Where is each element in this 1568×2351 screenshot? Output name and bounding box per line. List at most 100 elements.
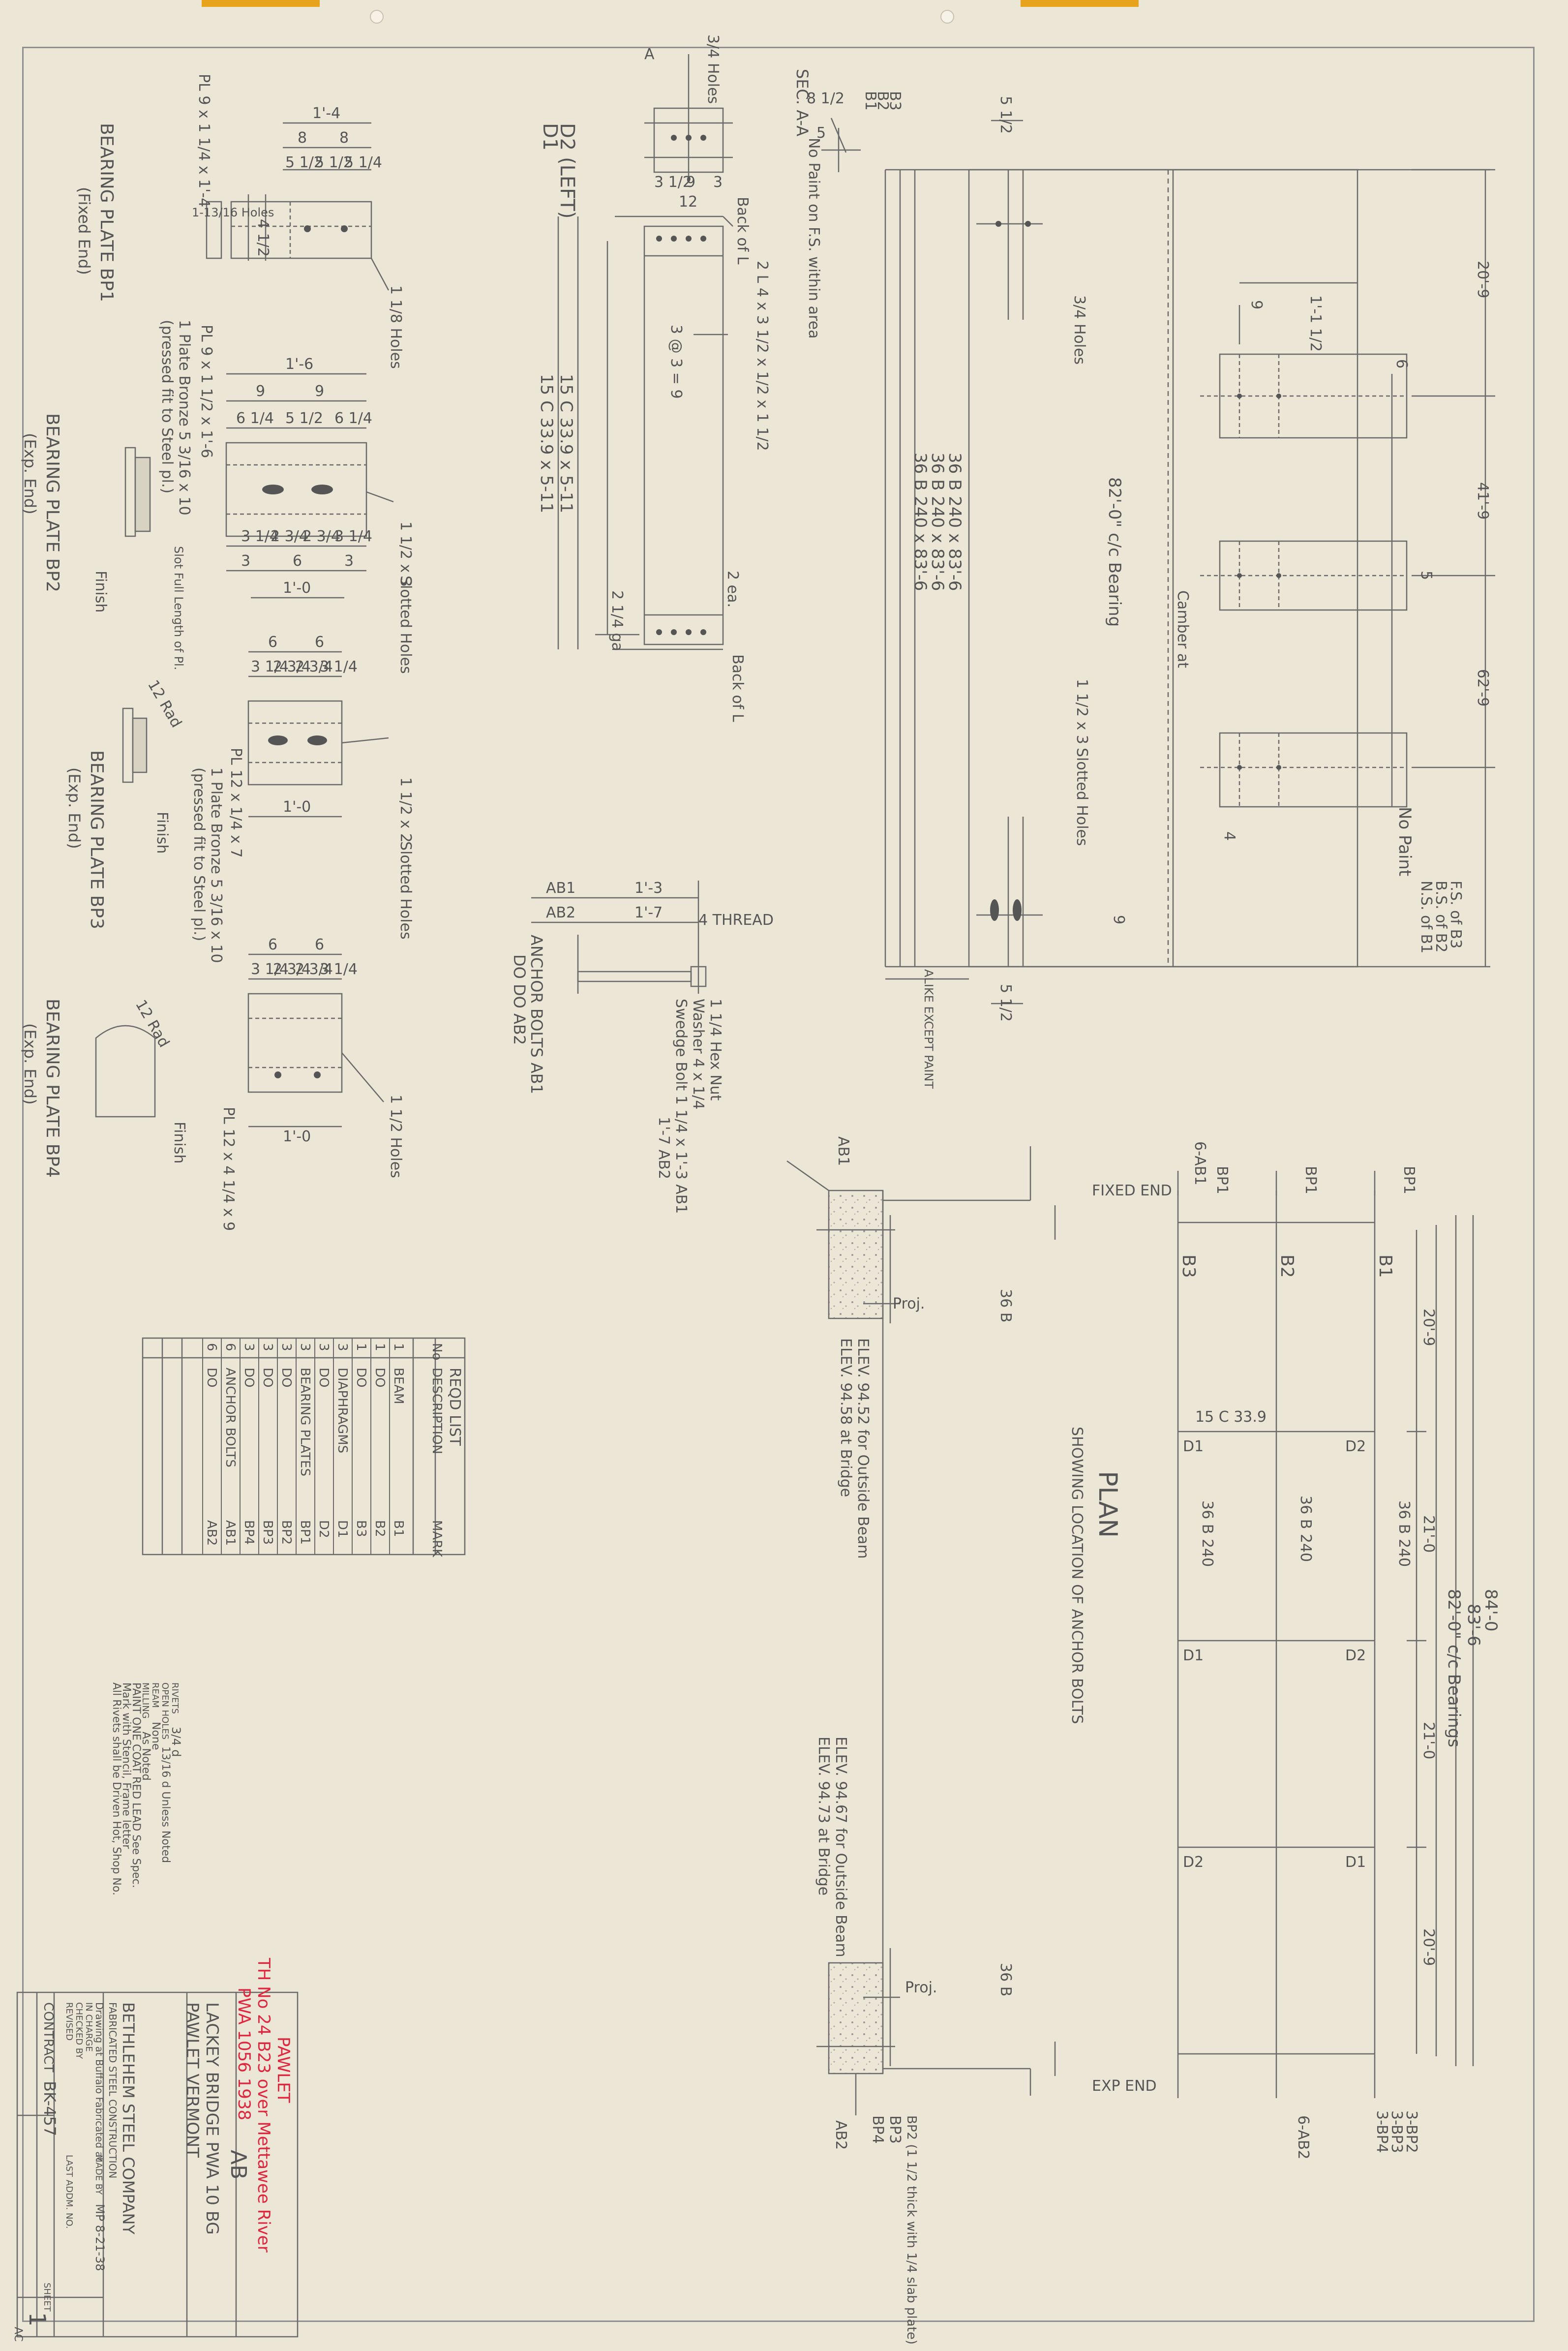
holes-34: 3/4 Holes bbox=[704, 34, 722, 104]
revised: REVISED bbox=[64, 2002, 74, 2041]
bp2-slot-note: Slot Full Length of Pl. bbox=[172, 546, 185, 670]
diaphragm-d1: D1 bbox=[539, 123, 561, 151]
plan-bp1-a: BP1 bbox=[1213, 1166, 1231, 1194]
alike-except-paint: ALIKE EXCEPT PAINT bbox=[922, 969, 935, 1089]
sheet-no: 1 bbox=[24, 2312, 51, 2326]
bp3-dim-c: 2 3/4 bbox=[295, 658, 333, 675]
bill-cell: DO bbox=[372, 1368, 387, 1388]
bp2-dim-total: 1'-6 bbox=[285, 356, 313, 373]
bp4-title: BEARING PLATE BP4 bbox=[42, 999, 62, 1178]
bill-cell: AB2 bbox=[204, 1520, 219, 1546]
beam-section-3: 36 B 240 x 83'-6 bbox=[945, 453, 965, 591]
bp2-dim-9a: 9 bbox=[256, 383, 265, 400]
plan-bp1-b: BP1 bbox=[1302, 1166, 1319, 1194]
exp-end: EXP END bbox=[1092, 2077, 1157, 2095]
plan-36b-2: 36 B bbox=[997, 1963, 1014, 1996]
contract-no: BK-457 bbox=[40, 2081, 59, 2136]
bill-cell: DO bbox=[204, 1368, 219, 1388]
bearing-plate-bp4 bbox=[95, 953, 384, 1128]
beam-span: 82'-0" c/c Bearing bbox=[1105, 477, 1124, 627]
ab2-label: AB2 bbox=[546, 904, 575, 921]
punch-hole bbox=[370, 10, 384, 24]
plan-seg-4: 20'-9 bbox=[1420, 1928, 1437, 1966]
bp2-dim-c: 6 1/4 bbox=[334, 410, 372, 427]
plan-elev4: ELEV. 94.73 at Bridge bbox=[815, 1737, 832, 1895]
bp4-plate: PL 12 x 4 1/4 x 9 bbox=[220, 1107, 237, 1231]
plan-proj: Proj. bbox=[893, 1295, 925, 1313]
bp1-holes: 1 1/8 Holes bbox=[387, 285, 404, 369]
bill-cell: DO bbox=[316, 1368, 331, 1388]
plan-beam-1: 36 B 240 bbox=[1199, 1500, 1216, 1567]
tape-strip bbox=[1021, 0, 1139, 7]
bp1-edge: 4 1/2 bbox=[254, 219, 271, 257]
bp3-plate: PL 12 x 1/4 x 7 bbox=[227, 748, 244, 858]
angle-spec: 2 L 4 x 3 1/2 x 1/2 x 1 1/2 bbox=[754, 261, 771, 451]
bp3-dim-b: 2 3/4 bbox=[273, 658, 311, 675]
plan-d1-c: D1 bbox=[1345, 1854, 1366, 1871]
corner-mark: AC bbox=[12, 2327, 24, 2342]
bill-cell: 1 bbox=[372, 1343, 387, 1351]
plan-b2: B2 bbox=[1277, 1254, 1297, 1278]
checked-by: CHECKED BY bbox=[74, 2002, 84, 2059]
bp3-dim-6a: 6 bbox=[268, 634, 277, 651]
bp4-dim-d: 3 1/4 bbox=[320, 961, 358, 978]
bill-cell: 3 bbox=[298, 1343, 312, 1351]
back-of-l-2: Back of L bbox=[729, 654, 746, 722]
note-extra1: Mark with Stencil, Frame letter bbox=[120, 1682, 132, 1849]
tape-strip bbox=[202, 0, 320, 7]
bp3-slotted: 1 1/2 x 2 bbox=[397, 777, 414, 843]
bill-cell: B3 bbox=[354, 1520, 368, 1537]
segment-1: 20'-9 bbox=[1474, 261, 1491, 298]
bs-b2: B.S. of B2 bbox=[1432, 881, 1449, 952]
bearing-plate-bp1 bbox=[206, 122, 390, 291]
bp2-note1: 1 Plate Bronze 5 3/16 x 10 bbox=[176, 320, 193, 516]
bp1-plate: PL 9 x 1 1/4 x 1'-4 bbox=[195, 74, 212, 207]
segment-3: 62'-9 bbox=[1474, 669, 1491, 706]
d-dim-9: 9 bbox=[686, 174, 695, 191]
plan-d2-c: D2 bbox=[1183, 1854, 1204, 1871]
beam-label-b3: B3 bbox=[886, 91, 904, 111]
small-dim-4: 4 bbox=[1221, 831, 1238, 841]
bp2-bot2-a: 3 bbox=[241, 552, 250, 570]
bill-h-mark: MARK bbox=[429, 1520, 444, 1557]
bp3-slotted-label: Slotted Holes bbox=[397, 841, 414, 940]
bp3-note2: (pressed fit to Steel pl.) bbox=[190, 767, 208, 941]
ab-note4: 1'-7 AB2 bbox=[655, 1117, 672, 1179]
bp3-radius: 12 Rad bbox=[144, 677, 185, 731]
bp2-dim-9b: 9 bbox=[315, 383, 324, 400]
segment-2: 41'-9 bbox=[1474, 482, 1491, 519]
dim-top: 5 1/2 bbox=[997, 96, 1014, 134]
plan-bearing-4: 6-AB2 bbox=[1295, 2115, 1312, 2159]
bp4-holes: 1 1/2 Holes bbox=[387, 1095, 404, 1178]
diaphragm-d2: D2 (LEFT) bbox=[556, 123, 578, 218]
beam-label-b2: B2 bbox=[874, 91, 891, 111]
ab-len1: 1'-3 bbox=[634, 880, 663, 897]
bill-cell: AB1 bbox=[223, 1520, 238, 1546]
beam-label-b1: B1 bbox=[862, 91, 879, 111]
bp4-dim-6a: 6 bbox=[268, 936, 277, 953]
in-charge: IN CHARGE bbox=[84, 2002, 94, 2052]
bp1-sub: (Fixed End) bbox=[75, 187, 93, 275]
bill-cell: BP3 bbox=[260, 1520, 275, 1545]
plan-view bbox=[786, 1146, 1474, 2115]
bp2-bot-d: 3 1/4 bbox=[334, 528, 372, 545]
plan-b1: B1 bbox=[1375, 1254, 1395, 1278]
plan-seg-3: 21'-0 bbox=[1420, 1722, 1437, 1759]
plan-beam-2: 36 B 240 bbox=[1297, 1496, 1314, 1562]
bp4-dim-a: 3 1/4 bbox=[251, 961, 289, 978]
note-rivets: RIVETS bbox=[170, 1682, 180, 1714]
bill-cell: DO bbox=[241, 1368, 256, 1388]
bill-cell: B2 bbox=[372, 1520, 387, 1537]
mark-a: A bbox=[644, 46, 655, 63]
ab1-label: AB1 bbox=[546, 880, 575, 897]
bp3-base: 1'-0 bbox=[283, 798, 311, 816]
last-addm: LAST ADDM. NO. bbox=[64, 2155, 74, 2229]
fs-b3: F.S. of B3 bbox=[1447, 881, 1464, 948]
bill-cell: 3 bbox=[279, 1343, 294, 1351]
bp2-plate: PL 9 x 1 1/2 x 1'-6 bbox=[198, 325, 215, 458]
made-date: MP 8-21-38 bbox=[93, 2204, 107, 2271]
plan-bearing-1: 3-BP2 bbox=[1403, 2110, 1420, 2153]
sheet-border bbox=[22, 47, 1535, 2322]
red-line2: TH No 24 B23 over Mettawee River bbox=[254, 1957, 273, 2253]
slotted-size: 1 1/2 x 3 bbox=[1073, 679, 1090, 744]
